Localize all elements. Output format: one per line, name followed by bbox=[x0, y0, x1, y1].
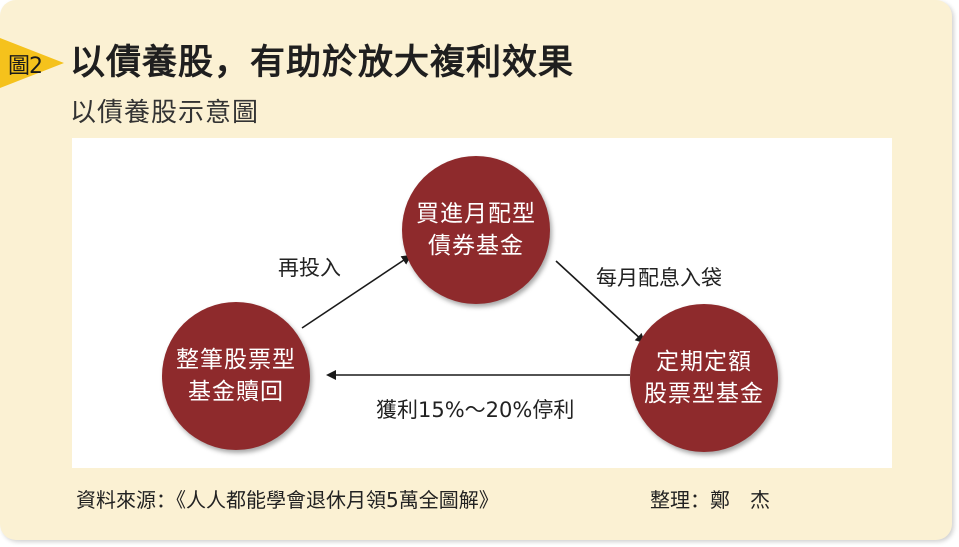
label-bond-to-equity: 每月配息入袋 bbox=[596, 266, 722, 290]
tag-triangle-icon bbox=[0, 38, 64, 88]
node-equity-fund-line2: 股票型基金 bbox=[644, 381, 764, 407]
infographic-card: 圖2 以債養股，有助於放大複利效果 以債養股示意圖 買進月配型 債券基金 定期定… bbox=[0, 0, 952, 540]
node-bond-fund: 買進月配型 債券基金 bbox=[402, 156, 550, 304]
diagram-panel: 買進月配型 債券基金 定期定額 股票型基金 整筆股票型 基金贖回 再投入 每月配… bbox=[72, 138, 892, 468]
editor-credit: 整理：鄭 杰 bbox=[650, 488, 770, 512]
node-equity-fund-line1: 定期定額 bbox=[656, 349, 752, 375]
node-redeem-fund: 整筆股票型 基金贖回 bbox=[162, 302, 310, 450]
arrow-redeem-to-bond bbox=[301, 254, 412, 329]
page-subtitle: 以債養股示意圖 bbox=[70, 98, 260, 128]
node-redeem-fund-line1: 整筆股票型 bbox=[176, 347, 296, 373]
label-redeem-to-bond: 再投入 bbox=[278, 256, 341, 280]
node-redeem-fund-line2: 基金贖回 bbox=[188, 379, 284, 405]
figure-tag: 圖2 bbox=[0, 38, 64, 88]
source-citation: 資料來源：《人人都能學會退休月領5萬全圖解》 bbox=[76, 488, 499, 512]
node-bond-fund-line1: 買進月配型 bbox=[416, 201, 536, 227]
node-equity-fund: 定期定額 股票型基金 bbox=[630, 304, 778, 452]
node-bond-fund-line2: 債券基金 bbox=[428, 233, 524, 259]
label-equity-to-redeem: 獲利15%～20%停利 bbox=[376, 398, 575, 422]
page-title: 以債養股，有助於放大複利效果 bbox=[70, 43, 575, 83]
figure-number: 圖2 bbox=[8, 54, 43, 79]
arrow-bond-to-equity bbox=[555, 260, 646, 344]
diagram-arrows bbox=[301, 254, 646, 380]
